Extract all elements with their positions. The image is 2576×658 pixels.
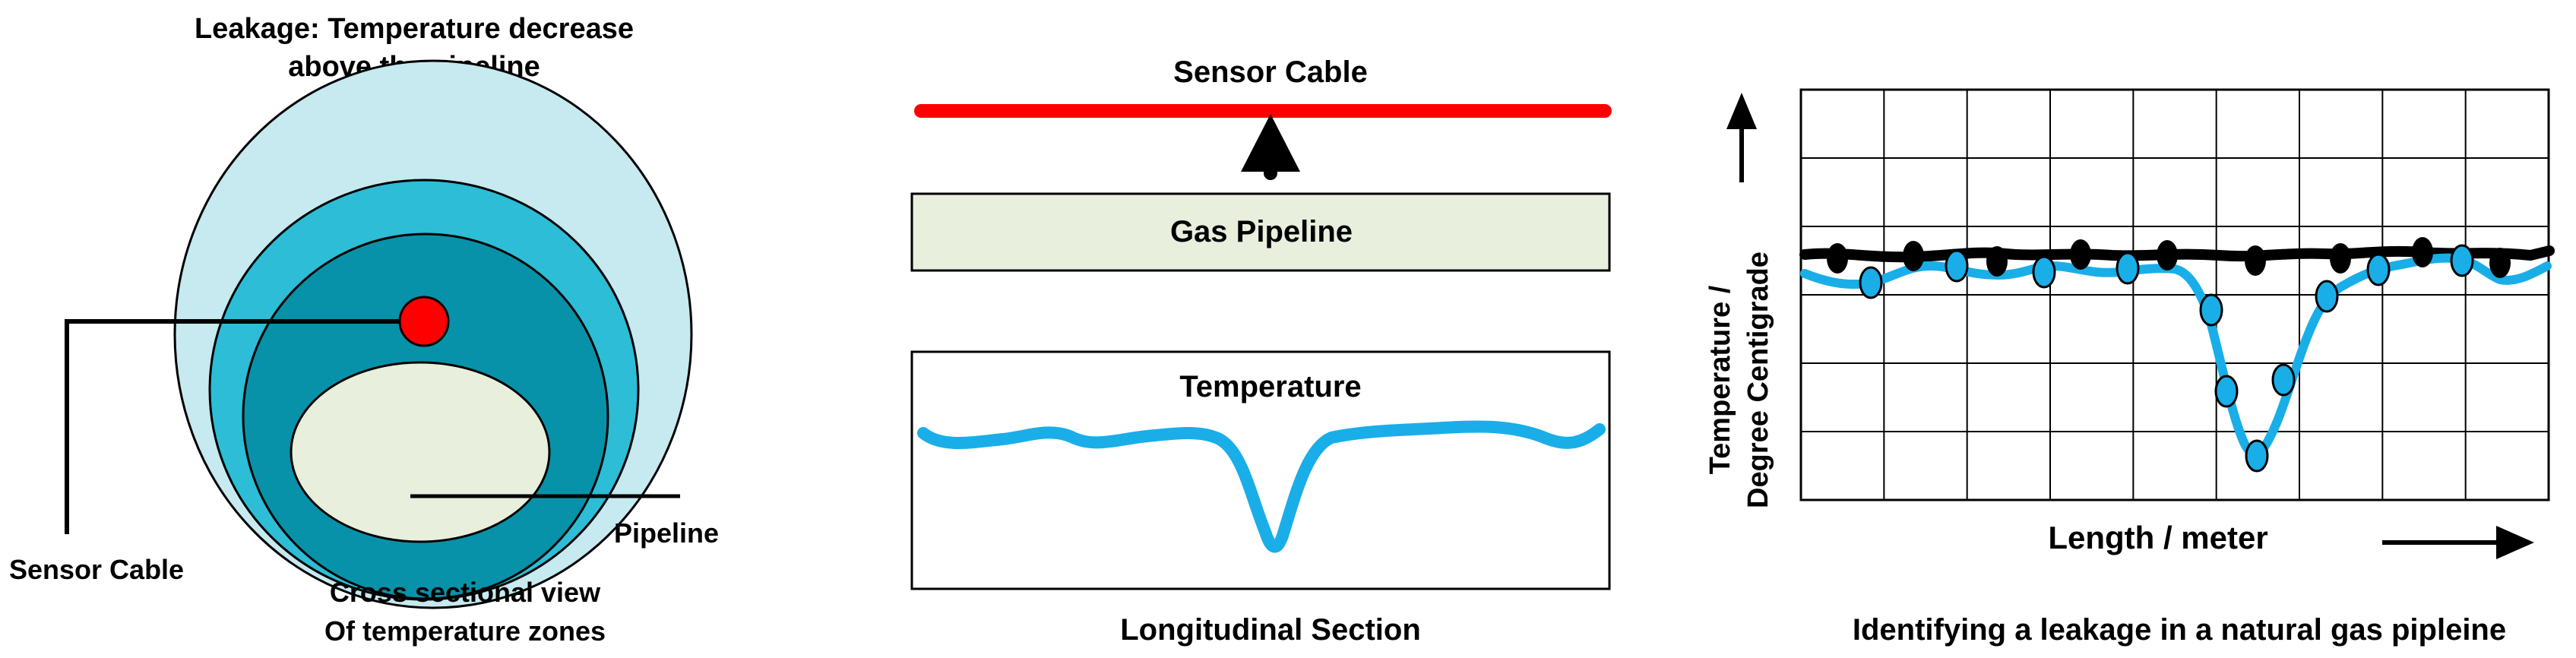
y-axis-label-line1: Temperature /	[1704, 285, 1736, 474]
pipeline-cross-section	[290, 361, 551, 543]
longitudinal-section-caption: Longitudinal Section	[1120, 613, 1421, 647]
sensor-cable-point	[398, 296, 450, 347]
heat-flow-arrow-base	[1264, 166, 1277, 180]
sensor-cable-label: Sensor Cable	[9, 554, 184, 585]
leak-marker	[2450, 244, 2474, 277]
baseline-marker	[2412, 237, 2433, 267]
leak-marker	[2199, 293, 2223, 327]
leak-marker	[2032, 255, 2056, 289]
cross-section-panel: Leakage: Temperature decrease above the …	[9, 13, 719, 647]
baseline-marker	[1986, 246, 2008, 277]
leak-series-markers	[1859, 244, 2474, 473]
y-axis-label-line2: Degree Centigrade	[1742, 251, 1774, 508]
baseline-series-markers	[1827, 237, 2511, 278]
temperature-label: Temperature	[1179, 370, 1361, 403]
leak-marker	[1859, 266, 1883, 299]
plot-caption: Identifying a leakage in a natural gas p…	[1853, 613, 2506, 647]
leak-marker	[2271, 363, 2296, 397]
baseline-marker	[1903, 241, 1924, 271]
baseline-marker	[2330, 243, 2351, 274]
x-axis-label: Length / meter	[2048, 520, 2267, 555]
cross-section-caption-line1: Cross sectional view	[330, 577, 601, 608]
leak-marker	[2315, 280, 2339, 313]
cross-section-caption-line2: Of temperature zones	[324, 615, 606, 647]
leak-marker	[2214, 375, 2239, 408]
temperature-profile-curve	[917, 420, 1606, 553]
baseline-marker	[2157, 240, 2178, 270]
longitudinal-section-panel: Sensor Cable Gas Pipeline Temperature Lo…	[910, 55, 1612, 647]
baseline-marker	[1827, 243, 1848, 274]
sensor-cable-title: Sensor Cable	[1173, 55, 1368, 89]
baseline-marker	[2070, 239, 2091, 270]
baseline-marker	[2489, 248, 2511, 278]
sensor-cable-leader-line	[65, 319, 424, 534]
heat-flow-arrow-icon	[1241, 114, 1300, 172]
y-axis-arrow-icon	[1726, 93, 1757, 129]
gas-pipeline-block	[910, 192, 1611, 272]
leak-marker	[2366, 253, 2391, 286]
leak-marker	[1945, 249, 1969, 283]
leak-marker	[2245, 439, 2269, 473]
gas-pipeline-label: Gas Pipeline	[1170, 215, 1353, 248]
leak-marker	[2116, 251, 2140, 285]
pipeline-label: Pipeline	[614, 517, 719, 549]
plot-grid	[1801, 90, 2549, 500]
x-axis-arrow-icon	[2496, 526, 2534, 559]
temperature-profile-box	[910, 350, 1611, 590]
temperature-plot-panel: Temperature / Degree Centigrade Length /…	[1704, 88, 2555, 647]
baseline-marker	[2245, 245, 2266, 276]
cross-section-title-line1: Leakage: Temperature decrease	[195, 13, 634, 45]
